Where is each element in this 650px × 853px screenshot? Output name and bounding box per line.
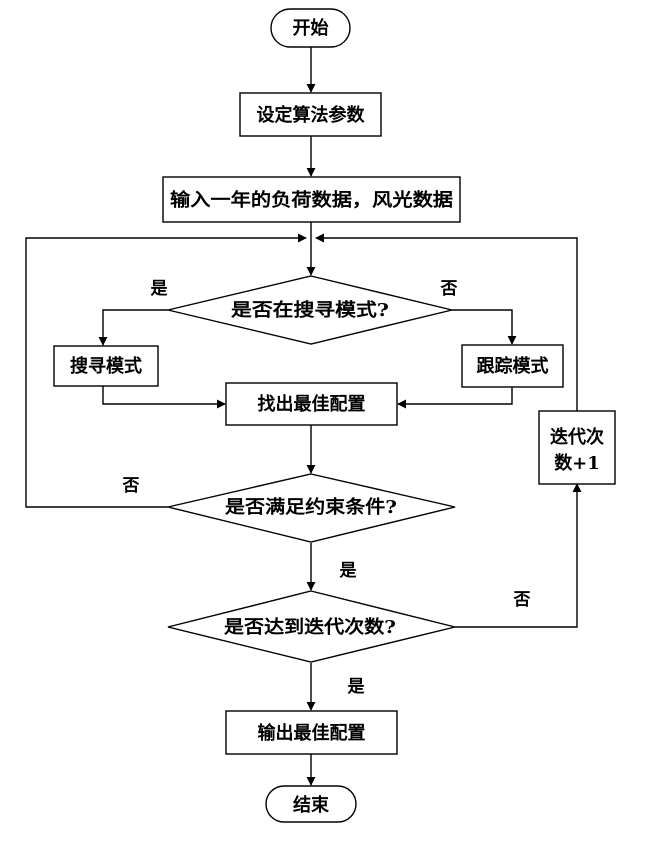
edge-label-search-no: 否	[440, 279, 458, 299]
node-decision-search-label: 是否在搜寻模式?	[230, 299, 389, 321]
edge-label-iter-no: 否	[513, 590, 531, 610]
node-set-params-label: 设定算法参数	[257, 104, 366, 126]
node-find-best-label: 找出最佳配置	[258, 393, 366, 415]
node-decision-constraint-label: 是否满足约束条件?	[224, 496, 397, 518]
edge-constraint-no-loop	[25, 233, 307, 508]
edge-labels: 是 否 否 是 否 是	[122, 279, 531, 697]
node-find-best: 找出最佳配置	[225, 382, 398, 426]
node-end-label: 结束	[293, 794, 330, 816]
edge-search-yes	[98, 309, 168, 346]
edge-search-mode-to-best	[102, 386, 226, 409]
node-iter-add-label-line1: 迭代次	[550, 426, 604, 448]
node-set-params: 设定算法参数	[239, 92, 382, 137]
node-end: 结束	[265, 785, 357, 823]
edge-label-iter-yes: 是	[348, 677, 365, 697]
node-start: 开始	[270, 8, 351, 48]
edge-track-mode-to-best	[397, 387, 513, 409]
edges	[25, 47, 582, 786]
node-input-data-label: 输入一年的负荷数据，风光数据	[170, 189, 453, 211]
node-output-best: 输出最佳配置	[225, 710, 398, 755]
node-start-label: 开始	[293, 17, 329, 39]
node-decision-search: 是否在搜寻模式?	[167, 275, 453, 345]
edge-label-constraint-yes: 是	[340, 561, 357, 581]
node-output-best-label: 输出最佳配置	[258, 722, 366, 744]
edge-iter-no	[455, 483, 582, 628]
node-iter-add-label-line2: 数+1	[554, 452, 600, 474]
node-search-mode-label: 搜寻模式	[70, 355, 142, 377]
edge-label-search-yes: 是	[151, 279, 168, 299]
node-input-data: 输入一年的负荷数据，风光数据	[162, 176, 461, 223]
edge-iter-add-loop	[315, 233, 578, 411]
node-decision-iter: 是否达到迭代次数?	[167, 590, 456, 663]
edge-label-constraint-no: 否	[122, 476, 140, 496]
node-search-mode: 搜寻模式	[53, 345, 159, 387]
node-track-mode: 跟踪模式	[461, 344, 564, 388]
node-decision-constraint: 是否满足约束条件?	[167, 473, 456, 543]
node-iter-add: 迭代次 数+1	[538, 410, 616, 485]
node-decision-iter-label: 是否达到迭代次数?	[223, 616, 396, 638]
edge-search-no	[452, 309, 517, 345]
node-track-mode-label: 跟踪模式	[477, 355, 549, 377]
